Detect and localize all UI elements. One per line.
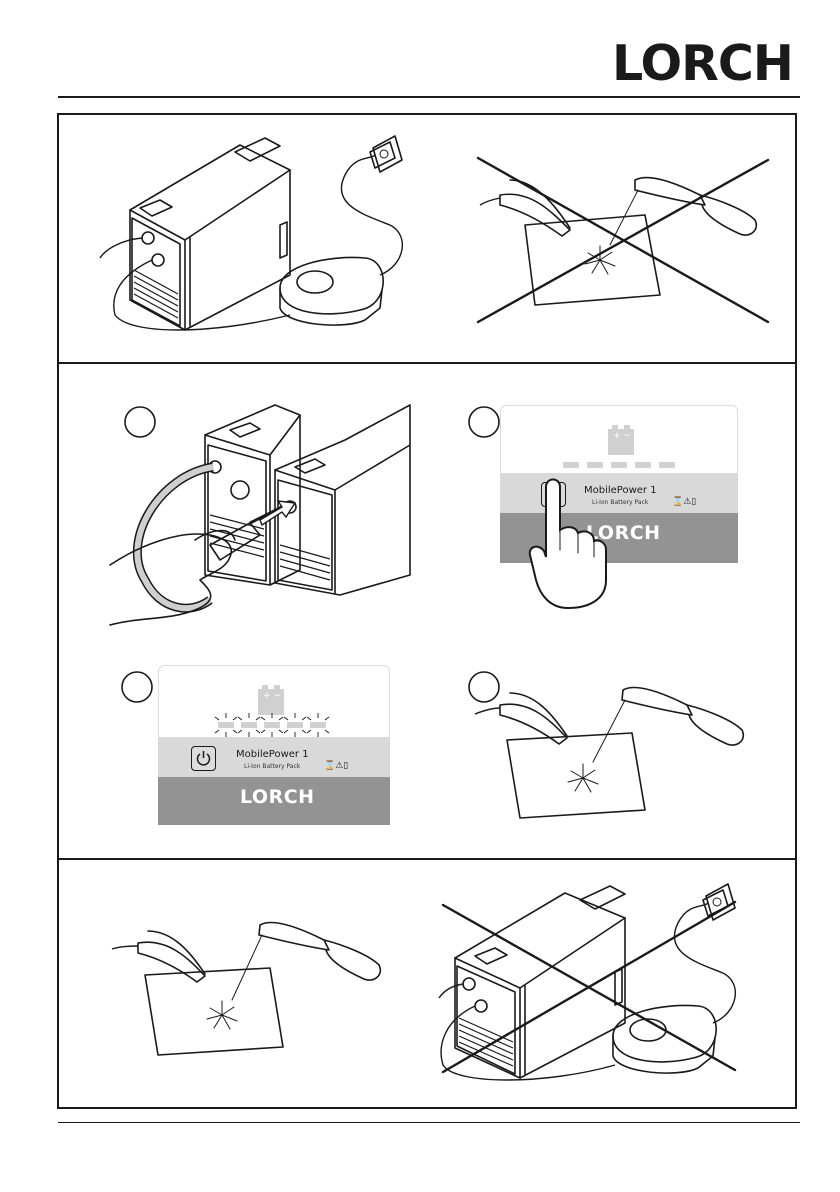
svg-text:+ −: + − [263,691,281,701]
power-icon [192,747,215,770]
step-3-marker [110,660,155,705]
section-divider-2 [57,858,797,860]
charge-leds [563,462,675,468]
battery-icon: + − [606,423,636,457]
section-divider-1 [57,362,797,364]
panel-symbols: ⌛⚠▯ [324,761,348,771]
panel-subtitle: Li-Ion Battery Pack [244,763,300,770]
footer-rule [58,1122,800,1123]
weld-battery-illustration [110,905,400,1065]
svg-text:+ −: + − [613,431,631,441]
battery-panel-step3: + − MobilePower 1 Li-Ion Battery Pack ⌛⚠… [158,665,390,825]
welder-charging-illustration [90,130,430,345]
blinking-leds [210,711,340,739]
brand-logo: LORCH [612,34,802,94]
forbidden-welding-illustration [470,150,780,330]
forbidden-charging-illustration [435,880,755,1090]
finger-press-illustration [528,475,608,610]
panel-brand: LORCH [240,786,315,808]
step-connect-illustration [100,395,420,630]
step-1-marker [125,407,155,437]
step-2-marker [455,395,500,440]
step-4-marker [469,672,499,702]
panel-model-label: MobilePower 1 [236,749,309,760]
panel-symbols: ⌛⚠▯ [672,497,696,507]
power-button[interactable] [191,746,216,771]
step-weld-illustration [455,660,755,825]
header-rule [58,96,800,98]
